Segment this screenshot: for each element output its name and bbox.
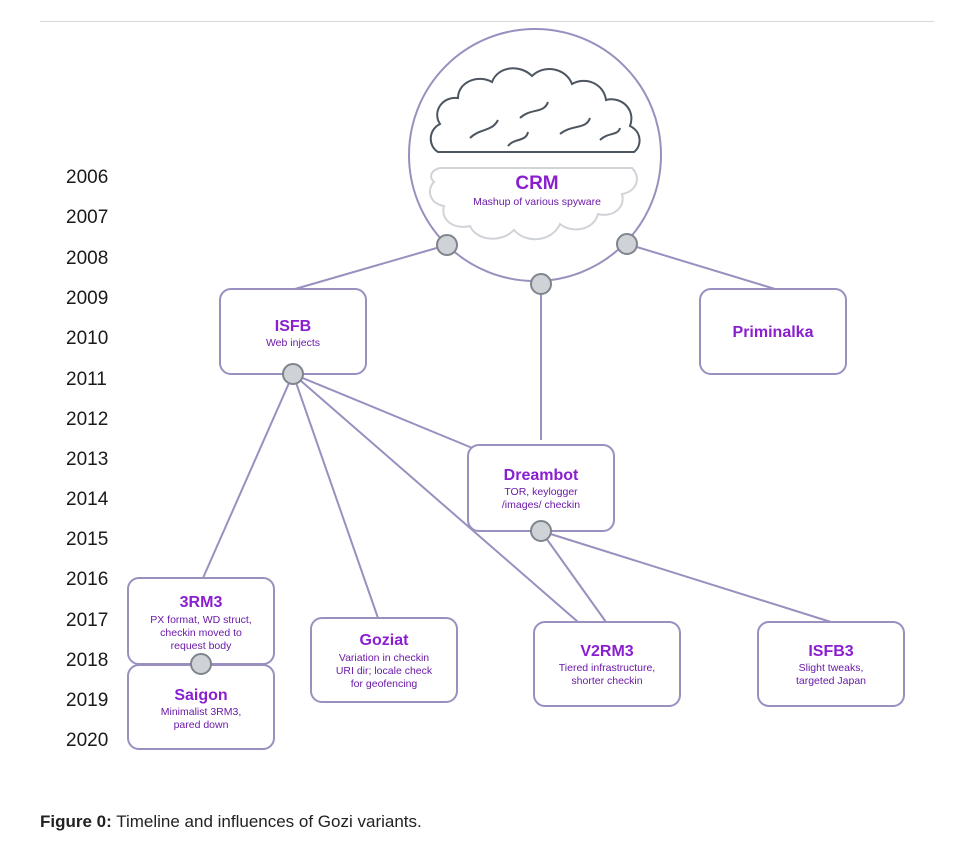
isfb3-box	[757, 621, 905, 707]
link-isfb-v2rm3	[292, 373, 579, 623]
link-isfb-3rm3	[202, 373, 294, 579]
isfb3-subtitle-line: targeted Japan	[796, 675, 866, 687]
link-crm-priminalka	[626, 243, 776, 290]
gozi-timeline-diagram: 2006 2007 2008 2009 2010 2011 2012 2013 …	[66, 28, 905, 751]
crm-subtitle: Mashup of various spyware	[473, 196, 601, 208]
year-label: 2012	[66, 409, 108, 430]
isfb-subtitle: Web injects	[266, 337, 320, 349]
figure-caption: Figure 0: Timeline and influences of Goz…	[40, 812, 422, 832]
goziat-box	[310, 617, 458, 703]
connector-dot	[616, 233, 638, 255]
v2rm3-node: V2RM3 Tiered infrastructure, shorter che…	[533, 621, 681, 707]
dreambot-subtitle-line: /images/ checkin	[502, 499, 580, 511]
isfb3-subtitle-line: Slight tweaks,	[799, 662, 864, 674]
connector-dot	[282, 363, 304, 385]
year-label: 2011	[66, 369, 107, 390]
saigon-subtitle-line: pared down	[174, 719, 229, 731]
caption-label: Figure 0:	[40, 812, 112, 831]
goziat-subtitle-line: for geofencing	[351, 678, 418, 690]
year-label: 2020	[66, 730, 108, 751]
v2rm3-subtitle-line: Tiered infrastructure,	[559, 662, 655, 674]
year-label: 2018	[66, 650, 108, 671]
link-dreambot-v2rm3	[540, 530, 607, 623]
isfb3-node: ISFB3 Slight tweaks, targeted Japan	[757, 621, 905, 707]
connector-dots	[190, 233, 638, 675]
saigon-title: Saigon	[174, 687, 227, 704]
v2rm3-box	[533, 621, 681, 707]
3rm3-subtitle-line: request body	[171, 640, 232, 652]
saigon-node: Saigon Minimalist 3RM3, pared down	[127, 664, 275, 750]
v2rm3-title: V2RM3	[580, 643, 633, 660]
year-label: 2006	[66, 167, 108, 188]
isfb3-title: ISFB3	[808, 643, 853, 660]
year-label: 2015	[66, 529, 108, 550]
goziat-subtitle-line: Variation in checkin	[339, 652, 429, 664]
3rm3-subtitle-line: PX format, WD struct,	[150, 614, 252, 626]
priminalka-node: Priminalka	[699, 288, 847, 375]
isfb-title: ISFB	[275, 318, 311, 335]
v2rm3-subtitle-line: shorter checkin	[571, 675, 642, 687]
top-divider	[40, 21, 934, 22]
saigon-subtitle-line: Minimalist 3RM3,	[161, 706, 242, 718]
crm-title: CRM	[515, 173, 558, 194]
link-crm-isfb	[294, 244, 448, 290]
year-axis: 2006 2007 2008 2009 2010 2011 2012 2013 …	[66, 167, 109, 751]
year-label: 2007	[66, 207, 108, 228]
connector-lines	[202, 243, 832, 623]
year-label: 2013	[66, 449, 108, 470]
brain-icon	[428, 67, 641, 241]
link-dreambot-isfb3	[540, 530, 832, 623]
3rm3-node: 3RM3 PX format, WD struct, checkin moved…	[127, 577, 275, 665]
year-label: 2017	[66, 610, 108, 631]
isfb-node: ISFB Web injects	[219, 288, 367, 375]
goziat-subtitle-line: URI dir; locale check	[336, 665, 433, 677]
priminalka-box	[699, 288, 847, 375]
link-isfb-dreambot	[292, 373, 483, 453]
dreambot-node: Dreambot TOR, keylogger /images/ checkin	[467, 444, 615, 532]
year-label: 2009	[66, 288, 108, 309]
connector-dot	[530, 273, 552, 295]
year-label: 2016	[66, 569, 108, 590]
link-isfb-goziat	[292, 373, 379, 619]
crm-node: CRM Mashup of various spyware	[408, 28, 662, 282]
3rm3-subtitle-line: checkin moved to	[160, 627, 242, 639]
connector-dot	[436, 234, 458, 256]
dreambot-subtitle-line: TOR, keylogger	[504, 486, 578, 498]
year-label: 2019	[66, 690, 108, 711]
dreambot-title: Dreambot	[504, 467, 579, 484]
year-label: 2008	[66, 248, 108, 269]
year-label: 2014	[66, 489, 109, 510]
connector-dot	[530, 520, 552, 542]
priminalka-title: Priminalka	[733, 324, 814, 341]
3rm3-title: 3RM3	[180, 594, 223, 611]
connector-dot	[190, 653, 212, 675]
goziat-title: Goziat	[360, 632, 410, 649]
goziat-node: Goziat Variation in checkin URI dir; loc…	[310, 617, 458, 703]
caption-text: Timeline and influences of Gozi variants…	[111, 812, 422, 831]
year-label: 2010	[66, 328, 108, 349]
